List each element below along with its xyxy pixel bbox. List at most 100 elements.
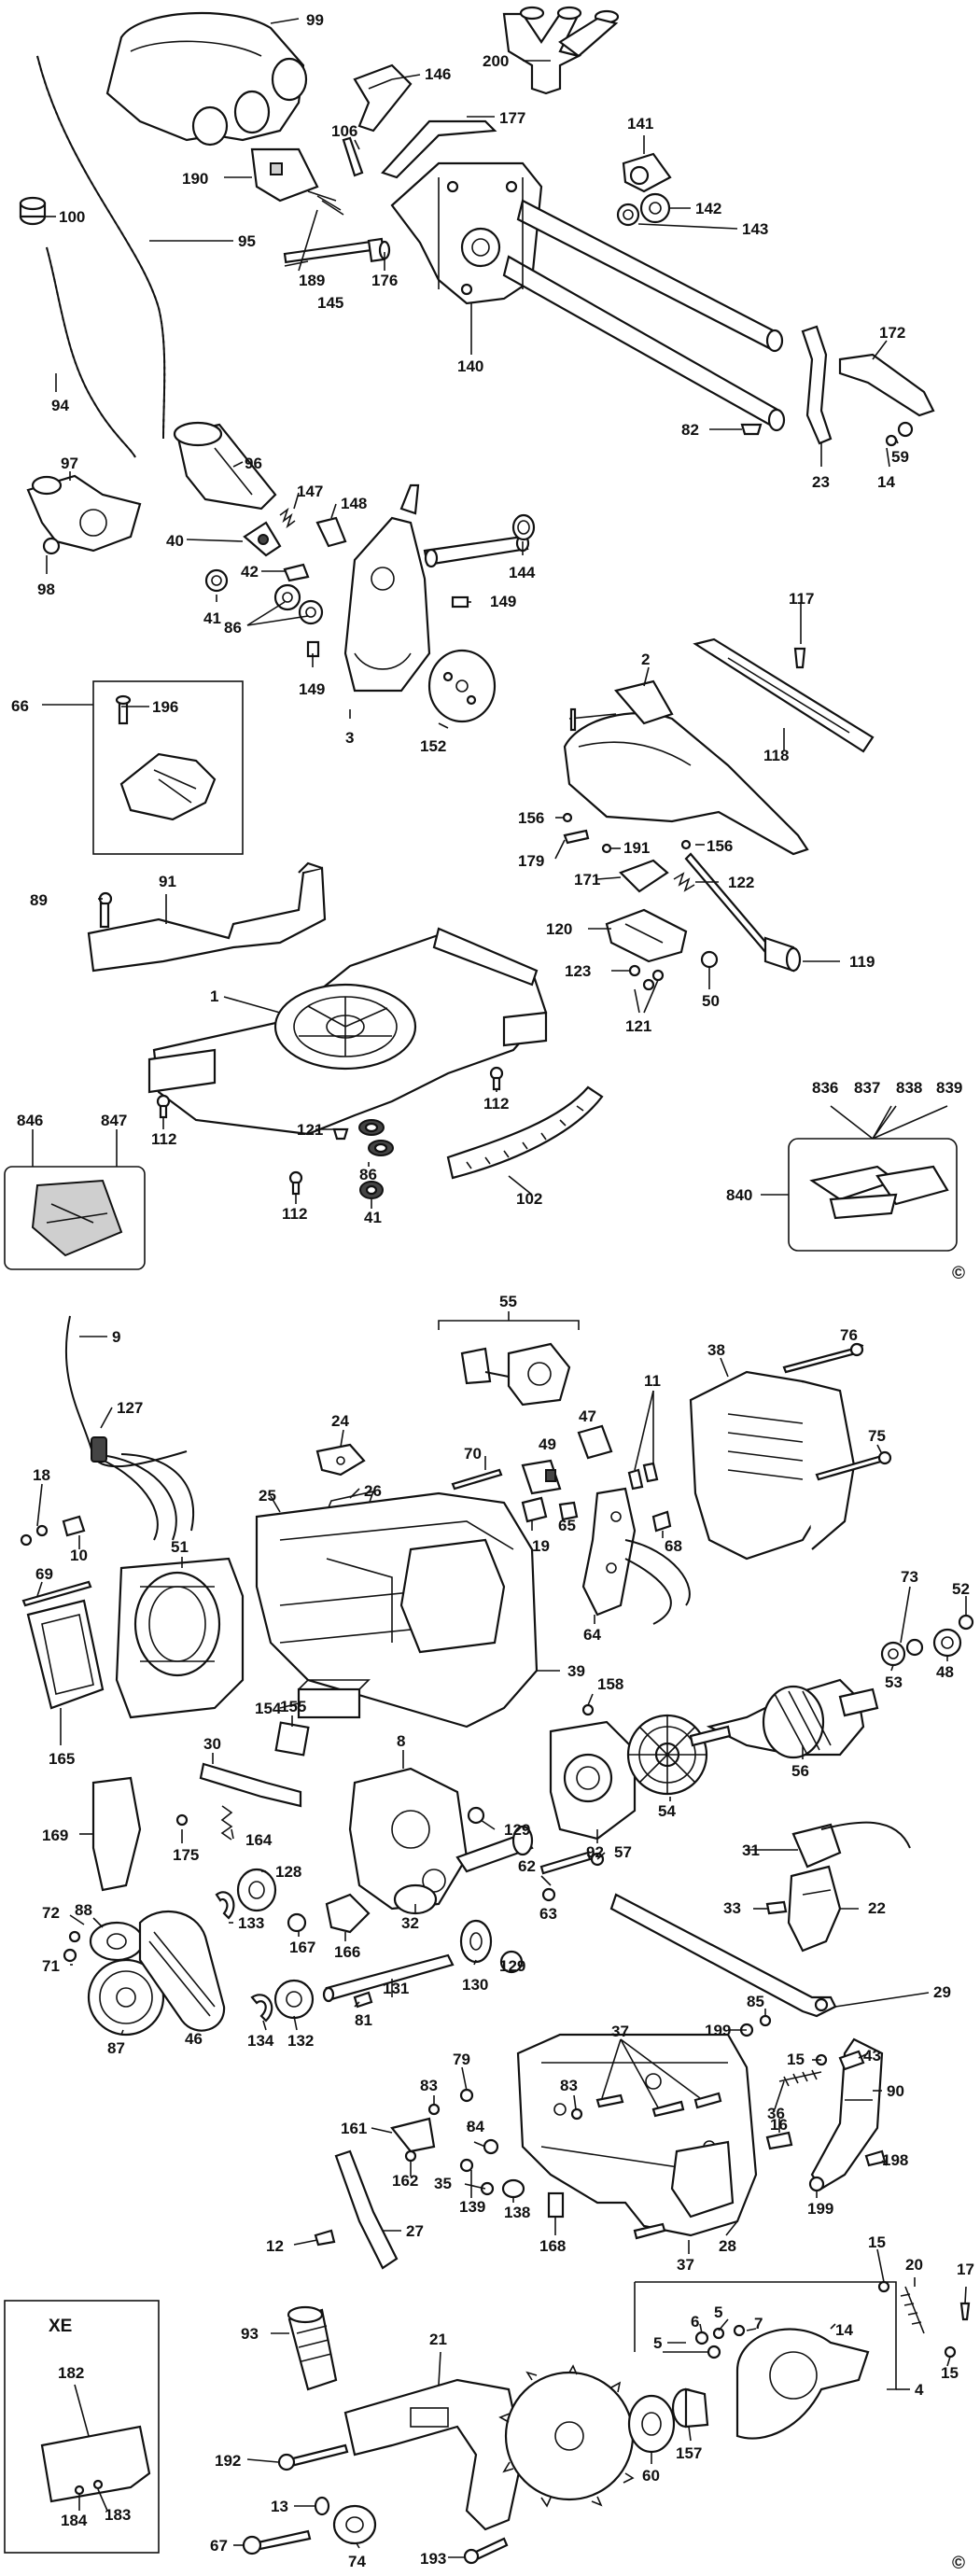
- part-label: 13: [271, 2498, 288, 2515]
- part-label: 169: [42, 1827, 68, 1844]
- part-screw: [21, 1580, 92, 1607]
- part-label: 63: [539, 1905, 557, 1923]
- part-label: 5: [714, 2303, 722, 2321]
- part-bolt: [242, 2529, 312, 2555]
- part-label: 199: [807, 2200, 833, 2218]
- part-pin: [595, 2093, 624, 2108]
- part-label: 42: [241, 563, 259, 581]
- part-lever: [334, 2149, 399, 2270]
- part-screw: [42, 537, 61, 555]
- part-label: 37: [611, 2023, 629, 2040]
- part-bolt: [277, 2443, 349, 2471]
- part-label: 128: [275, 1863, 301, 1881]
- part-bearing: [932, 1628, 962, 1658]
- part-nut: [287, 1912, 307, 1933]
- part-label: 16: [770, 2116, 788, 2134]
- kit-box-title: XE: [49, 2317, 72, 2336]
- part-fence-rail: [693, 637, 875, 753]
- part-label: 36: [767, 2105, 785, 2122]
- part-brush-plate: [581, 1487, 691, 1625]
- part-screw: [314, 2229, 336, 2247]
- part-label: 15: [941, 2364, 959, 2382]
- part-screw: [332, 1127, 349, 1141]
- part-label: 86: [224, 619, 242, 637]
- part-label: 117: [789, 590, 814, 608]
- part-label: 21: [429, 2331, 447, 2348]
- part-pin: [765, 2131, 793, 2150]
- part-knob: [325, 1893, 371, 1934]
- part-label: 147: [297, 483, 323, 500]
- part-washer: [358, 1119, 385, 1136]
- part-label: 14: [877, 473, 895, 491]
- part-block: [274, 1721, 310, 1757]
- part-label: 10: [70, 1547, 88, 1564]
- part-spring: [778, 2069, 822, 2087]
- part-lower-guard: [343, 2378, 525, 2531]
- part-clip: [353, 63, 413, 133]
- part-label: 100: [59, 208, 85, 226]
- part-bearing: [236, 1868, 277, 1912]
- part-label: 3: [345, 729, 354, 747]
- part-label: 172: [879, 324, 905, 342]
- part-label: 59: [891, 448, 909, 466]
- part-label: 161: [341, 2120, 367, 2137]
- part-label: 146: [425, 65, 451, 83]
- part-label: 90: [887, 2082, 904, 2100]
- part-screw: [897, 421, 914, 438]
- part-label: 23: [812, 473, 830, 491]
- part-label: 118: [763, 747, 789, 764]
- part-label: 154: [255, 1700, 282, 1717]
- part-switch: [250, 147, 344, 216]
- part-pin: [563, 829, 590, 845]
- part-label: 40: [166, 532, 184, 550]
- part-label: 140: [457, 357, 483, 375]
- part-label: 60: [642, 2467, 660, 2485]
- part-end-plate: [549, 1720, 637, 1841]
- part-label: 156: [707, 837, 733, 855]
- part-label: 71: [42, 1957, 60, 1975]
- part-label: 88: [75, 1901, 92, 1919]
- part-brush-holder: [577, 1424, 613, 1460]
- part-washer: [483, 2138, 499, 2155]
- part-table-base: [147, 927, 548, 1136]
- part-label: 131: [383, 1980, 409, 1997]
- kit-box-guard: [634, 2281, 897, 2440]
- part-label: 1: [210, 987, 218, 1005]
- part-washer: [905, 1638, 924, 1657]
- part-label: 162: [392, 2172, 418, 2190]
- part-label: 168: [539, 2237, 566, 2255]
- part-label: 57: [614, 1843, 632, 1861]
- part-spring: [673, 872, 695, 892]
- part-label: 25: [259, 1487, 276, 1505]
- part-bolt: [463, 2537, 509, 2565]
- part-label: 179: [518, 852, 544, 870]
- part-plate: [547, 2191, 565, 2219]
- part-screw: [489, 1066, 504, 1091]
- part-label: 27: [406, 2222, 424, 2240]
- part-label: 838: [896, 1079, 922, 1097]
- part-pin: [693, 2092, 722, 2109]
- part-bracket: [91, 1776, 142, 1892]
- part-label: 190: [182, 170, 208, 188]
- part-label: 86: [359, 1166, 377, 1183]
- part-screw: [885, 434, 898, 447]
- part-label: 847: [101, 1112, 127, 1129]
- part-label: 182: [58, 2364, 84, 2382]
- part-clip: [838, 2050, 865, 2071]
- part-armature: [689, 1678, 879, 1759]
- part-label: 134: [247, 2032, 274, 2050]
- part-label: 37: [677, 2256, 694, 2274]
- part-label: 200: [483, 52, 509, 70]
- part-label: 18: [33, 1466, 50, 1484]
- part-bearing: [459, 1919, 493, 1964]
- part-label: 68: [665, 1537, 682, 1555]
- part-spring: [279, 507, 296, 529]
- part-hood-adapter: [26, 474, 142, 553]
- part-label: 56: [791, 1762, 809, 1780]
- part-pulley: [89, 1921, 145, 1962]
- part-bracket: [605, 908, 688, 963]
- part-label: 33: [723, 1899, 741, 1917]
- part-ring: [467, 1806, 485, 1825]
- part-pin: [759, 2014, 772, 2027]
- part-screw: [815, 1450, 892, 1481]
